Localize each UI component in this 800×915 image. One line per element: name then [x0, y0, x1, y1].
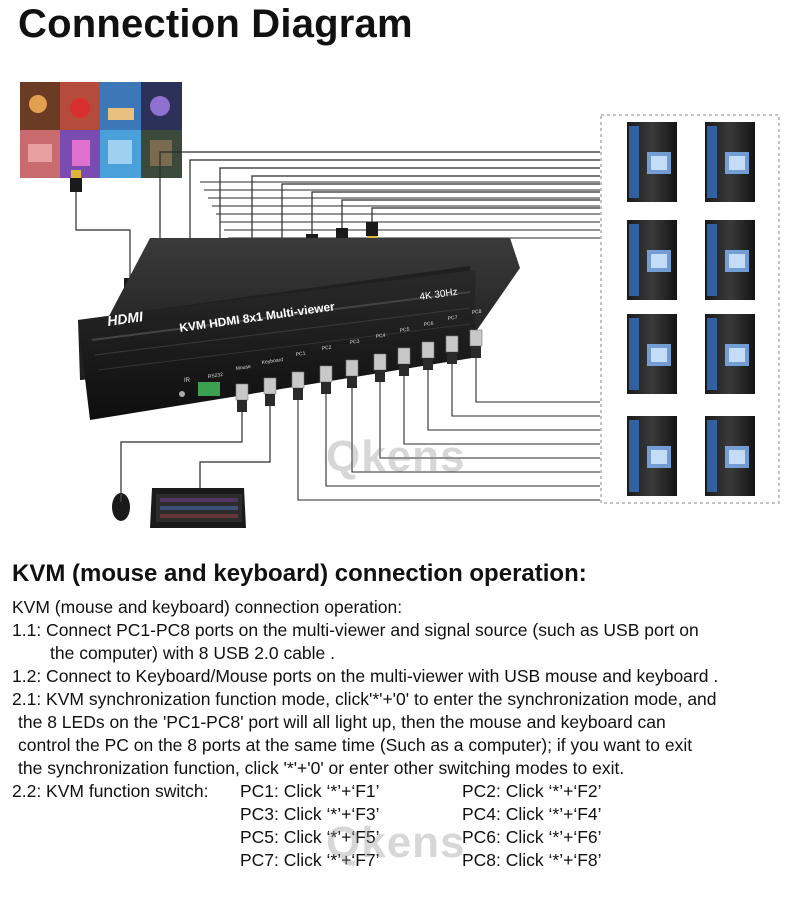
usb-plug-icon [373, 353, 387, 382]
hdmi-logo: HDMI [106, 308, 145, 329]
switch-row: PC5: Click ‘*’+‘F5’ PC6: Click ‘*’+‘F6’ [12, 826, 718, 849]
step-2-2-label: 2.2: KVM function switch: [12, 781, 209, 801]
usb-plug-icon [469, 329, 483, 358]
rs232-terminal [198, 382, 220, 396]
port-label: PC5 [399, 327, 410, 334]
cable-layer [75, 151, 600, 501]
instructions: KVM (mouse and keyboard) connection oper… [12, 596, 718, 872]
switch-pc7: PC7: Click ‘*’+‘F7’ [240, 850, 380, 870]
step-2-1-line: 2.1: KVM synchronization function mode, … [12, 689, 717, 709]
pc-group-box [600, 114, 780, 504]
switch-pc3: PC3: Click ‘*’+‘F3’ [240, 804, 380, 824]
port-label: PC2 [321, 345, 332, 352]
port-label: PC6 [423, 321, 434, 328]
step-1-2-line: 1.2: Connect to Keyboard/Mouse ports on … [12, 666, 719, 686]
pc-group [627, 122, 755, 496]
switch-pc8: PC8: Click ‘*’+‘F8’ [462, 850, 602, 870]
usb-plug-icon [445, 335, 459, 364]
usb-plug-icon [235, 383, 249, 412]
pc-tower-icon [627, 314, 677, 394]
switch-row: PC7: Click ‘*’+‘F7’ PC8: Click ‘*’+‘F8’ [12, 849, 718, 872]
step-2-1-line: the synchronization function, click '*'+… [18, 758, 625, 778]
pc-tower-icon [705, 314, 755, 394]
port-label: PC1 [295, 351, 306, 358]
watermark: Qkens [326, 818, 466, 867]
pc-tower-icon [705, 416, 755, 496]
switch-pc5: PC5: Click ‘*’+‘F5’ [240, 827, 380, 847]
usb-plug-icon [345, 359, 359, 388]
switch-pc4: PC4: Click ‘*’+‘F4’ [462, 804, 602, 824]
keyboard-icon [150, 488, 246, 528]
section-title: KVM (mouse and keyboard) connection oper… [12, 560, 587, 587]
port-label: PC4 [375, 333, 386, 340]
port-label: PC8 [471, 309, 482, 316]
switch-pc2: PC2: Click ‘*’+‘F2’ [462, 781, 602, 801]
ir-label: IR [184, 378, 191, 384]
hdmi-plug-icon [70, 170, 82, 192]
intro-line: KVM (mouse and keyboard) connection oper… [12, 597, 403, 617]
port-label: RS232 [207, 372, 223, 380]
pc-tower-icon [705, 122, 755, 202]
usb-plug-icon [291, 371, 305, 400]
step-1-1-line: 1.1: Connect PC1-PC8 ports on the multi-… [12, 620, 699, 640]
connection-diagram: HDMI KVM HDMI 8x1 Multi-viewer 4K 30Hz I… [20, 82, 780, 528]
step-2-1-line: control the PC on the 8 ports at the sam… [18, 735, 693, 755]
step-2-1-line: the 8 LEDs on the 'PC1-PC8' port will al… [18, 712, 666, 732]
switch-pc1: PC1: Click ‘*’+‘F1’ [240, 781, 380, 801]
port-label: Mouse [235, 364, 251, 372]
spec-label: 4K 30Hz [419, 287, 459, 303]
usb-plug-icon [263, 377, 277, 406]
pc-tower-icon [705, 220, 755, 300]
port-label: PC7 [447, 315, 458, 322]
switch-row: 2.2: KVM function switch: PC1: Click ‘*’… [12, 780, 718, 803]
usb-plug-row [235, 329, 483, 412]
step-1-1-line: the computer) with 8 USB 2.0 cable . [50, 643, 335, 663]
switch-row: PC3: Click ‘*’+‘F3’ PC4: Click ‘*’+‘F4’ [12, 803, 718, 826]
pc-tower-icon [627, 122, 677, 202]
port-label: Keyboard [261, 357, 283, 366]
mouse-icon [112, 493, 130, 521]
pc-tower-icon [627, 416, 677, 496]
switch-pc6: PC6: Click ‘*’+‘F6’ [462, 827, 602, 847]
watermark: Qkens [326, 432, 466, 481]
monitor-display [20, 82, 182, 178]
pc-tower-icon [627, 220, 677, 300]
multi-viewer-device: HDMI KVM HDMI 8x1 Multi-viewer 4K 30Hz I… [78, 238, 520, 420]
page-title: Connection Diagram [18, 2, 413, 46]
ir-sensor [179, 391, 185, 397]
usb-plug-icon [421, 341, 435, 370]
usb-plug-icon [397, 347, 411, 376]
usb-plug-icon [319, 365, 333, 394]
port-label: PC3 [349, 339, 360, 346]
